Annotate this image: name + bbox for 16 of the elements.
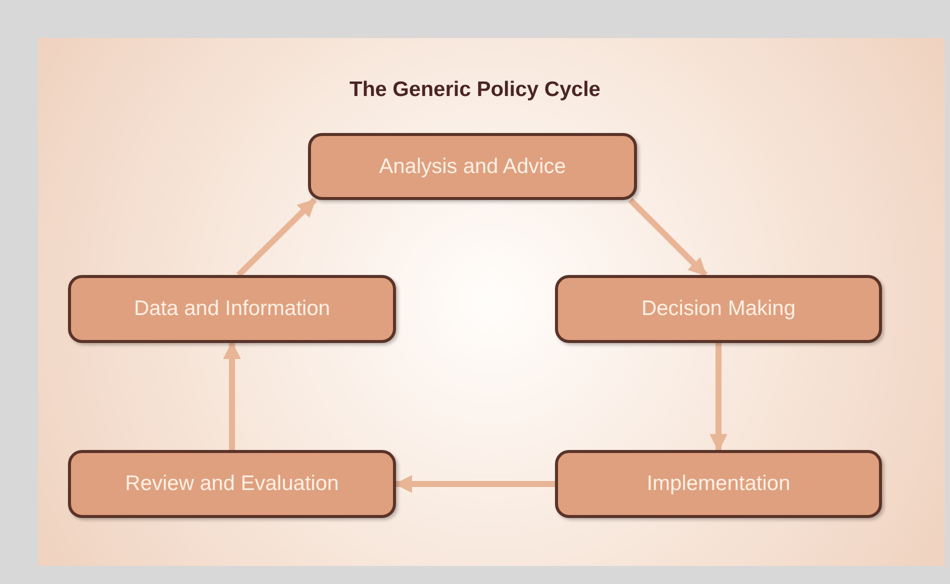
process-box bbox=[555, 275, 882, 343]
process-box bbox=[308, 133, 637, 200]
box-label: Decision Making bbox=[641, 296, 796, 322]
process-box bbox=[68, 450, 396, 518]
arrow bbox=[394, 475, 555, 493]
process-box bbox=[68, 275, 396, 343]
arrow bbox=[710, 343, 728, 452]
box-label: Implementation bbox=[646, 471, 790, 498]
diagram-title: The Generic Policy Cycle bbox=[348, 77, 602, 103]
process-box bbox=[555, 450, 882, 518]
box-label: Analysis and Advice bbox=[379, 154, 566, 180]
box-label: Review and Evaluation bbox=[125, 471, 339, 498]
arrow bbox=[236, 198, 317, 278]
arrow bbox=[223, 341, 241, 450]
arrow bbox=[628, 198, 708, 278]
box-label: Data and Information bbox=[134, 296, 330, 322]
